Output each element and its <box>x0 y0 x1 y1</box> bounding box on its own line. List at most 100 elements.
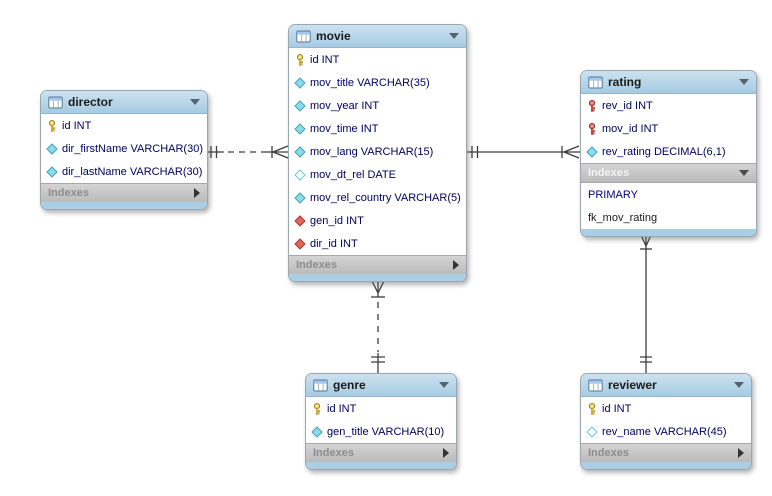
column-row[interactable]: mov_id INT <box>581 117 756 140</box>
table-director[interactable]: director id INT dir_firstName VARCHAR(30… <box>40 90 208 210</box>
indexes-footer[interactable]: Indexes <box>41 183 207 202</box>
column-label: mov_title VARCHAR(35) <box>310 76 430 89</box>
table-bottom-strip <box>41 202 207 209</box>
attribute-icon <box>46 166 58 178</box>
column-row[interactable]: rev_id INT <box>581 94 756 117</box>
collapse-arrow-icon[interactable] <box>739 170 749 176</box>
column-row[interactable]: rev_rating DECIMAL(6,1) <box>581 140 756 163</box>
column-row[interactable]: id INT <box>581 397 751 420</box>
index-row[interactable]: PRIMARY <box>581 183 756 206</box>
primary-foreign-key-icon <box>586 123 598 135</box>
column-row[interactable]: dir_lastName VARCHAR(30) <box>41 160 207 183</box>
indexes-label: Indexes <box>313 447 354 459</box>
index-label: fk_mov_rating <box>588 211 658 224</box>
column-row[interactable]: id INT <box>41 114 207 137</box>
table-rating[interactable]: rating rev_id INT mov_id INT rev_rating … <box>580 70 757 237</box>
nullable-attribute-icon <box>586 426 598 438</box>
index-label: PRIMARY <box>588 188 638 201</box>
table-title: reviewer <box>608 378 657 392</box>
indexes-label: Indexes <box>588 447 629 459</box>
indexes-footer[interactable]: Indexes <box>581 443 751 462</box>
column-row[interactable]: mov_rel_country VARCHAR(5) <box>289 186 466 209</box>
table-header-movie[interactable]: movie <box>289 25 466 48</box>
attribute-icon <box>294 192 306 204</box>
table-title: director <box>68 95 113 109</box>
table-icon <box>588 379 603 392</box>
column-row[interactable]: mov_lang VARCHAR(15) <box>289 140 466 163</box>
attribute-icon <box>294 123 306 135</box>
indexes-footer[interactable]: Indexes <box>581 163 756 183</box>
table-bottom-strip <box>289 274 466 281</box>
column-label: mov_time INT <box>310 122 379 135</box>
column-row[interactable]: id INT <box>289 48 466 71</box>
column-label: gen_id INT <box>310 214 364 227</box>
table-title: genre <box>333 378 366 392</box>
collapse-arrow-icon[interactable] <box>449 33 459 39</box>
column-row[interactable]: rev_name VARCHAR(45) <box>581 420 751 443</box>
column-row[interactable]: dir_id INT <box>289 232 466 255</box>
indexes-footer[interactable]: Indexes <box>306 443 456 462</box>
attribute-icon <box>294 100 306 112</box>
column-label: rev_name VARCHAR(45) <box>602 425 727 438</box>
column-label: id INT <box>327 402 357 415</box>
table-icon <box>296 30 311 43</box>
primary-key-icon <box>294 54 306 66</box>
column-row[interactable]: mov_dt_rel DATE <box>289 163 466 186</box>
table-header-director[interactable]: director <box>41 91 207 114</box>
nullable-attribute-icon <box>294 169 306 181</box>
indexes-label: Indexes <box>296 259 337 271</box>
table-title: rating <box>608 75 642 89</box>
column-row[interactable]: mov_year INT <box>289 94 466 117</box>
table-header-rating[interactable]: rating <box>581 71 756 94</box>
foreign-key-icon <box>294 215 306 227</box>
expand-arrow-icon[interactable] <box>194 188 200 198</box>
column-label: dir_lastName VARCHAR(30) <box>62 165 203 178</box>
column-label: id INT <box>62 119 92 132</box>
column-row[interactable]: id INT <box>306 397 456 420</box>
collapse-arrow-icon[interactable] <box>439 382 449 388</box>
attribute-icon <box>46 143 58 155</box>
column-label: rev_rating DECIMAL(6,1) <box>602 145 726 158</box>
table-movie[interactable]: movie id INT mov_title VARCHAR(35) mov_y… <box>288 24 467 282</box>
column-label: gen_title VARCHAR(10) <box>327 425 445 438</box>
table-icon <box>48 96 63 109</box>
column-label: mov_rel_country VARCHAR(5) <box>310 191 461 204</box>
column-label: dir_id INT <box>310 237 358 250</box>
indexes-footer[interactable]: Indexes <box>289 255 466 274</box>
relationship-movie-rating[interactable] <box>465 145 580 159</box>
column-row[interactable]: mov_time INT <box>289 117 466 140</box>
primary-foreign-key-icon <box>586 100 598 112</box>
attribute-icon <box>294 77 306 89</box>
table-bottom-strip <box>306 462 456 469</box>
expand-arrow-icon[interactable] <box>443 448 449 458</box>
column-row[interactable]: gen_id INT <box>289 209 466 232</box>
expand-arrow-icon[interactable] <box>453 260 459 270</box>
collapse-arrow-icon[interactable] <box>739 79 749 85</box>
column-row[interactable]: gen_title VARCHAR(10) <box>306 420 456 443</box>
index-row[interactable]: fk_mov_rating <box>581 206 756 229</box>
table-bottom-strip <box>581 462 751 469</box>
primary-key-icon <box>586 403 598 415</box>
column-label: mov_id INT <box>602 122 659 135</box>
expand-arrow-icon[interactable] <box>738 448 744 458</box>
foreign-key-icon <box>294 238 306 250</box>
table-genre[interactable]: genre id INT gen_title VARCHAR(10) Index… <box>305 373 457 470</box>
primary-key-icon <box>311 403 323 415</box>
column-label: mov_lang VARCHAR(15) <box>310 145 434 158</box>
table-bottom-strip <box>581 229 756 236</box>
column-row[interactable]: dir_firstName VARCHAR(30) <box>41 137 207 160</box>
collapse-arrow-icon[interactable] <box>734 382 744 388</box>
relationship-genre-movie[interactable] <box>370 278 386 373</box>
column-label: id INT <box>310 53 340 66</box>
relationship-reviewer-rating[interactable] <box>639 232 653 373</box>
table-icon <box>588 76 603 89</box>
indexes-label: Indexes <box>48 187 89 199</box>
column-row[interactable]: mov_title VARCHAR(35) <box>289 71 466 94</box>
table-header-genre[interactable]: genre <box>306 374 456 397</box>
table-reviewer[interactable]: reviewer id INT rev_name VARCHAR(45) Ind… <box>580 373 752 470</box>
collapse-arrow-icon[interactable] <box>190 99 200 105</box>
column-label: id INT <box>602 402 632 415</box>
relationship-director-movie[interactable] <box>206 145 289 159</box>
table-header-reviewer[interactable]: reviewer <box>581 374 751 397</box>
